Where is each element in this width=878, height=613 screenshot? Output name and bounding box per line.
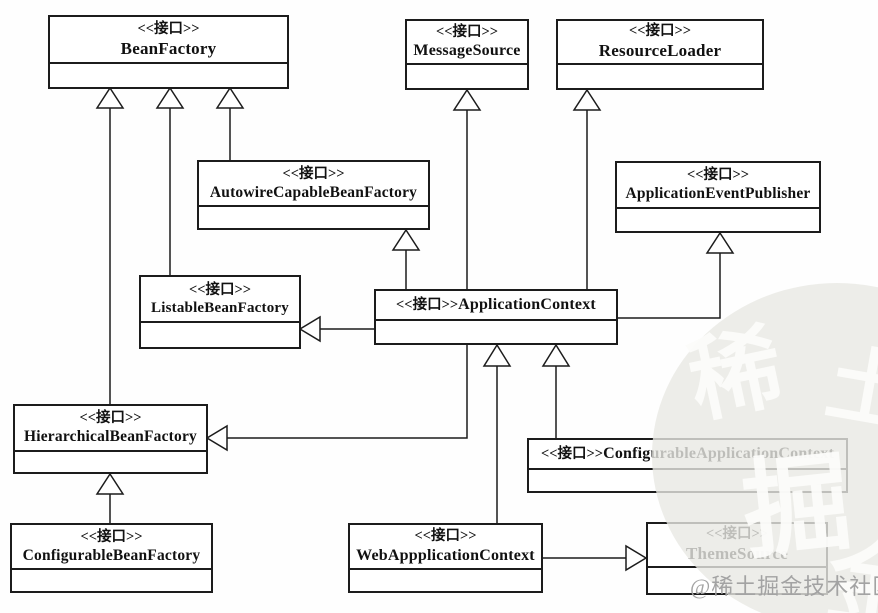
stereotype-label: <<接口>> xyxy=(705,526,769,543)
class-box-applicationcontext: <<接口>>ApplicationContext xyxy=(374,289,618,345)
class-name: ApplicationContext xyxy=(458,296,596,313)
edge-applicationcontext-to-messagesource xyxy=(452,88,482,289)
empty-compartment xyxy=(529,470,846,491)
empty-compartment xyxy=(199,207,428,228)
stereotype-label: <<接口>> xyxy=(79,410,142,427)
title-compartment: <<接口>> ApplicationEventPublisher xyxy=(617,163,819,209)
class-name: HierarchicalBeanFactory xyxy=(23,428,198,446)
edge-applicationcontext-to-listablebeanfactory xyxy=(298,315,374,343)
class-box-hierarchicalbeanfactory: <<接口>> HierarchicalBeanFactory xyxy=(13,404,208,474)
class-box-themesource: <<接口>> ThemeSource xyxy=(646,522,828,595)
class-name: ListableBeanFactory xyxy=(151,299,289,316)
edge-applicationcontext-to-hierarchicalbeanfactory xyxy=(205,345,468,452)
class-name: ResourceLoader xyxy=(598,41,722,61)
empty-compartment xyxy=(350,570,541,591)
empty-compartment xyxy=(558,65,762,88)
empty-compartment xyxy=(648,568,826,593)
title-compartment: <<接口>>ConfigurableApplicationContext xyxy=(529,440,846,470)
empty-compartment xyxy=(376,321,616,343)
title-compartment: <<接口>>ApplicationContext xyxy=(376,291,616,321)
class-name: ThemeSource xyxy=(686,544,788,564)
empty-compartment xyxy=(15,452,206,472)
edge-autowirecapablebeanfactory-to-beanfactory xyxy=(215,86,245,160)
class-name: WebAppplicationContext xyxy=(356,546,535,564)
title-compartment: <<接口>> BeanFactory xyxy=(50,17,287,64)
class-name: ConfigurableApplicationContext xyxy=(603,445,834,462)
edge-applicationcontext-to-applicationeventpublisher xyxy=(617,231,735,319)
edge-webappplicationcontext-to-themesource xyxy=(543,544,648,572)
stereotype-label: <<接口>> xyxy=(396,296,459,313)
title-compartment: <<接口>> ListableBeanFactory xyxy=(141,277,299,323)
stereotype-label: <<接口>> xyxy=(435,23,499,40)
class-box-configurablebeanfactory: <<接口>> ConfigurableBeanFactory xyxy=(10,523,213,593)
edge-applicationcontext-to-resourceloader xyxy=(572,88,602,289)
edge-configurableapplicationcontext-to-applicationcontext xyxy=(541,343,571,438)
class-box-autowirecapablebeanfactory: <<接口>> AutowireCapableBeanFactory xyxy=(197,160,430,230)
title-compartment: <<接口>> ConfigurableBeanFactory xyxy=(12,525,211,570)
class-name: AutowireCapableBeanFactory xyxy=(209,183,418,201)
stereotype-label: <<接口>> xyxy=(686,167,750,184)
empty-compartment xyxy=(50,64,287,87)
class-box-listablebeanfactory: <<接口>> ListableBeanFactory xyxy=(139,275,301,349)
title-compartment: <<接口>> AutowireCapableBeanFactory xyxy=(199,162,428,207)
empty-compartment xyxy=(617,209,819,231)
stereotype-label: <<接口>> xyxy=(541,445,604,462)
class-name: ApplicationEventPublisher xyxy=(625,185,811,203)
title-compartment: <<接口>> HierarchicalBeanFactory xyxy=(15,406,206,452)
class-box-webappplicationcontext: <<接口>> WebAppplicationContext xyxy=(348,523,543,593)
stereotype-label: <<接口>> xyxy=(80,528,143,545)
edge-webappplicationcontext-to-applicationcontext xyxy=(482,343,512,523)
title-compartment: <<接口>> ResourceLoader xyxy=(558,21,762,65)
class-box-resourceloader: <<接口>> ResourceLoader xyxy=(556,19,764,90)
stereotype-label: <<接口>> xyxy=(137,20,200,37)
edge-hierarchicalbeanfactory-to-beanfactory xyxy=(95,86,125,404)
edge-applicationcontext-to-autowirecapablebeanfactory xyxy=(391,228,421,289)
title-compartment: <<接口>> WebAppplicationContext xyxy=(350,525,541,570)
empty-compartment xyxy=(12,570,211,591)
edge-listablebeanfactory-to-beanfactory xyxy=(155,86,185,275)
class-box-messagesource: <<接口>> MessageSource xyxy=(405,19,529,90)
empty-compartment xyxy=(141,323,299,347)
class-box-beanfactory: <<接口>> BeanFactory xyxy=(48,15,289,89)
class-box-applicationeventpublisher: <<接口>> ApplicationEventPublisher xyxy=(615,161,821,233)
class-name: ConfigurableBeanFactory xyxy=(22,546,201,564)
stereotype-label: <<接口>> xyxy=(188,281,252,298)
stereotype-label: <<接口>> xyxy=(628,23,692,40)
stereotype-label: <<接口>> xyxy=(414,528,477,545)
empty-compartment xyxy=(407,65,527,88)
class-box-configurableapplicationcontext: <<接口>>ConfigurableApplicationContext xyxy=(527,438,848,493)
class-name: BeanFactory xyxy=(120,38,217,58)
class-name: MessageSource xyxy=(413,42,521,60)
title-compartment: <<接口>> MessageSource xyxy=(407,21,527,65)
stereotype-label: <<接口>> xyxy=(282,165,345,182)
edge-configurablebeanfactory-to-hierarchicalbeanfactory xyxy=(95,472,125,523)
title-compartment: <<接口>> ThemeSource xyxy=(648,524,826,568)
